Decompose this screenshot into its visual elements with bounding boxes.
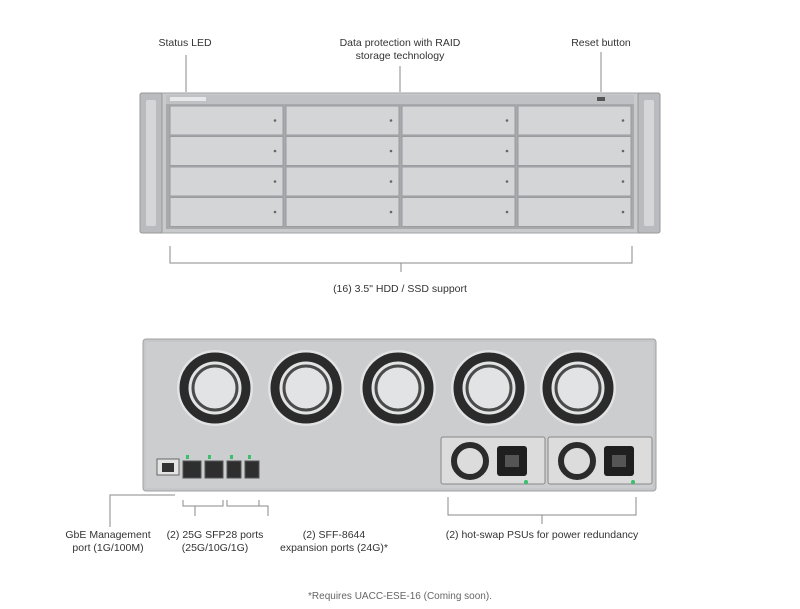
- sfp-bracket: [182, 500, 224, 516]
- drive-bay-release-icon: [389, 210, 393, 214]
- fan-icon: [540, 350, 616, 426]
- drive-bay-release-icon: [273, 149, 277, 153]
- drive-bay-release-icon: [621, 180, 625, 183]
- drive-bay: [401, 166, 516, 197]
- drive-bay-release-icon: [273, 119, 277, 122]
- drive-bay-release-icon: [505, 210, 509, 214]
- drive-bay-release-icon: [621, 119, 625, 122]
- mgmt-port: [156, 458, 180, 476]
- drive-bay: [169, 105, 284, 136]
- reset-label: Reset button: [571, 37, 631, 49]
- drive-bay: [517, 105, 632, 136]
- drive-bay: [517, 197, 632, 227]
- drive-bay: [285, 105, 400, 136]
- mgmt-label-line2: port (1G/100M): [72, 542, 144, 554]
- drive-bay: [401, 105, 516, 136]
- drive-bay: [401, 197, 516, 227]
- psu-1: [440, 436, 546, 485]
- drive-bracket: [169, 246, 633, 264]
- drive-bay-release-icon: [505, 149, 509, 153]
- psu-label: (2) hot-swap PSUs for power redundancy: [445, 529, 639, 541]
- rear-callouts: [109, 494, 637, 527]
- reset-button: [597, 97, 605, 101]
- drive-bay-release-icon: [273, 210, 277, 214]
- mgmt-port-label: GbE Management port (1G/100M): [48, 529, 168, 555]
- drive-bay: [285, 136, 400, 166]
- status-led-label: Status LED: [158, 37, 212, 49]
- drive-bay: [285, 166, 400, 197]
- sff8644-ports: [226, 455, 260, 479]
- fan-icon: [360, 350, 436, 426]
- sff-label-line1: (2) SFF-8644: [302, 529, 366, 541]
- drive-bay-release-icon: [621, 210, 625, 214]
- drive-bay: [517, 166, 632, 197]
- drive-bay: [169, 197, 284, 227]
- fan-icon: [451, 350, 527, 426]
- raid-label-line2: storage technology: [355, 50, 445, 62]
- drive-bay-release-icon: [621, 149, 625, 153]
- psu-2: [547, 436, 653, 485]
- drive-bays: [169, 105, 632, 227]
- status-led-icon: [170, 97, 206, 101]
- fan-array: [177, 350, 616, 426]
- drive-bay-release-icon: [273, 180, 277, 183]
- raid-label-line1: Data protection with RAID: [339, 37, 461, 49]
- drive-bay: [517, 136, 632, 166]
- drive-bay-release-icon: [389, 149, 393, 153]
- drive-bay: [169, 136, 284, 166]
- psu-bracket: [447, 497, 637, 516]
- sff-label-line2: expansion ports (24G)*: [280, 542, 388, 554]
- drive-bay-release-icon: [389, 119, 393, 122]
- sff-bracket: [226, 500, 269, 516]
- drive-bay: [285, 197, 400, 227]
- drive-support-label: (16) 3.5" HDD / SSD support: [333, 283, 467, 295]
- drive-bay-release-icon: [389, 180, 393, 183]
- footnote: *Requires UACC-ESE-16 (Coming soon).: [308, 591, 492, 602]
- mgmt-callout-line: [109, 494, 175, 527]
- raid-label: Data protection with RAID storage techno…: [300, 37, 500, 63]
- front-callouts: [169, 52, 633, 272]
- sfp28-ports: [182, 455, 224, 479]
- sff8644-label: (2) SFF-8644 expansion ports (24G)*: [268, 529, 400, 555]
- drive-bay-release-icon: [505, 180, 509, 183]
- sfp-label-line1: (2) 25G SFP28 ports: [166, 529, 264, 541]
- fan-icon: [268, 350, 344, 426]
- sfp28-label: (2) 25G SFP28 ports (25G/10G/1G): [155, 529, 275, 555]
- sfp-label-line2: (25G/10G/1G): [181, 542, 249, 554]
- mgmt-label-line1: GbE Management: [65, 529, 151, 541]
- drive-bay-release-icon: [505, 119, 509, 122]
- drive-bay: [401, 136, 516, 166]
- drive-bay: [169, 166, 284, 197]
- fan-icon: [177, 350, 253, 426]
